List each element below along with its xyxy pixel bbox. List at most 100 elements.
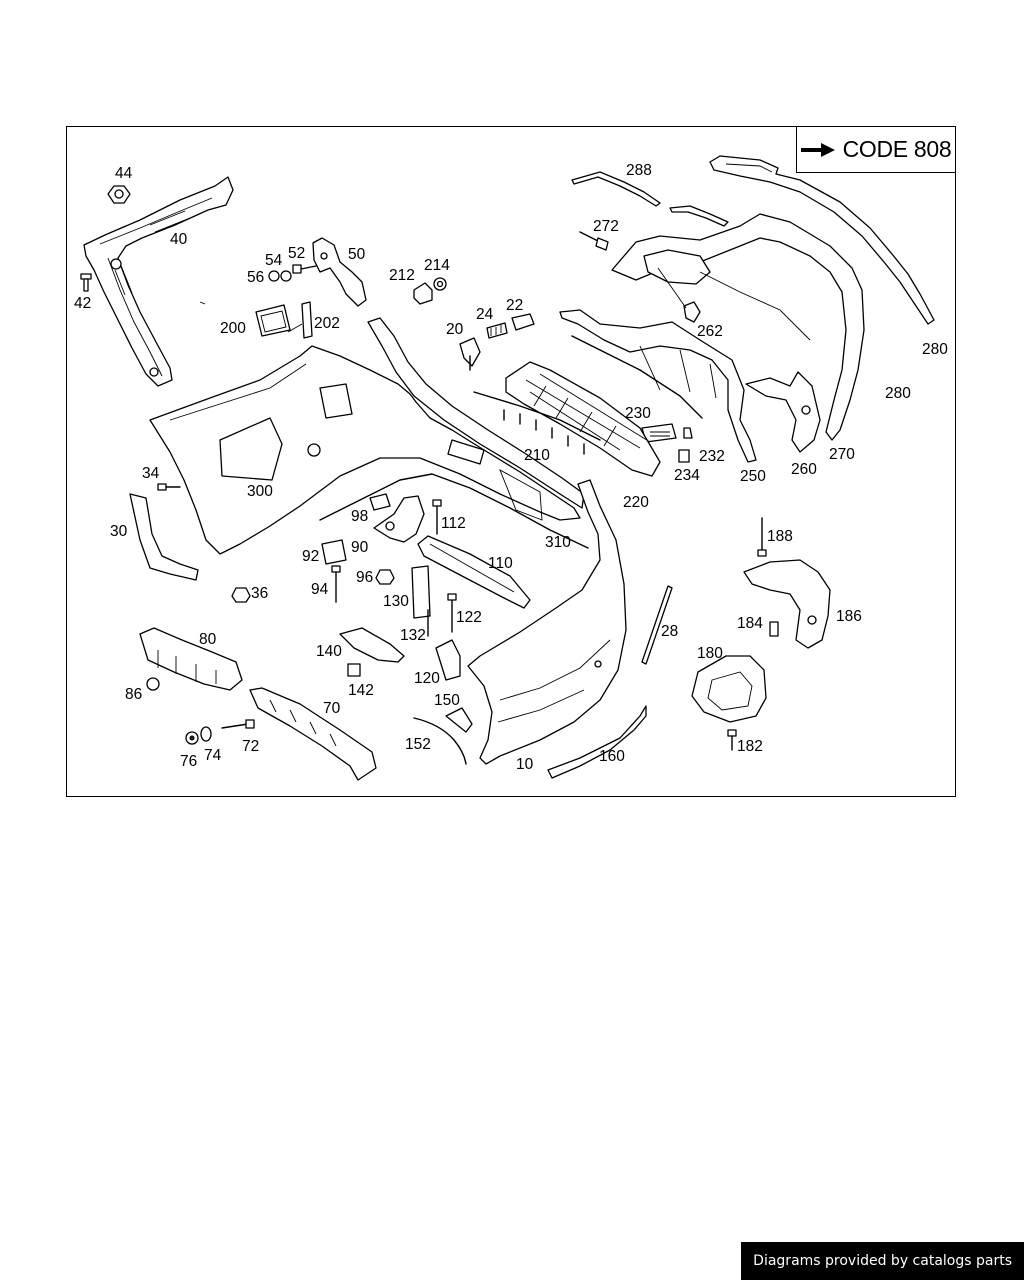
- part-36-clip: [231, 587, 251, 603]
- part-28-strip: [641, 585, 673, 665]
- callout-76: 76: [180, 753, 197, 770]
- part-250-rod: [571, 335, 703, 419]
- part-234-holder: [678, 449, 690, 463]
- part-188-pin: [757, 517, 767, 557]
- part-80-bracket: [139, 627, 243, 691]
- callout-72: 72: [242, 738, 259, 755]
- part-300-bumper-shell: [149, 345, 581, 555]
- callout-288: 288: [626, 162, 652, 179]
- part-272-bolt: [579, 231, 609, 251]
- callout-310: 310: [545, 534, 571, 551]
- callout-220: 220: [623, 494, 649, 511]
- part-10-lower-edge: [319, 473, 589, 549]
- part-210-strip: [473, 391, 601, 455]
- callout-270: 270: [829, 446, 855, 463]
- callout-80: 80: [199, 631, 217, 648]
- part-310-trim: [367, 317, 585, 521]
- callout-74: 74: [204, 747, 222, 764]
- part-40-bracket: [83, 176, 234, 387]
- part-220-grille: [505, 361, 661, 477]
- part-42-screw: [80, 273, 92, 292]
- callout-180: 180: [697, 645, 723, 662]
- part-150-bracket: [445, 707, 473, 733]
- part-186-bracket: [743, 559, 831, 649]
- callout-140: 140: [316, 643, 342, 660]
- part-280-trim: [709, 155, 935, 325]
- callout-36: 36: [251, 585, 268, 602]
- callout-200: 200: [220, 320, 246, 337]
- callout-212: 212: [389, 267, 415, 284]
- part-110-rail: [417, 535, 531, 609]
- callout-230: 230: [625, 405, 651, 422]
- part-86-washer: [146, 677, 160, 691]
- part-288b-strip: [669, 205, 729, 227]
- part-76-nut: [185, 731, 199, 745]
- callout-42: 42: [74, 295, 91, 312]
- callout-132: 132: [400, 627, 426, 644]
- part-152-strip: [413, 717, 467, 765]
- callout-272: 272: [593, 218, 619, 235]
- callout-70: 70: [323, 700, 341, 717]
- callout-98: 98: [351, 508, 368, 525]
- callout-labels: 44 40 42 54 52 50 56 212 214 288 272 200…: [74, 162, 948, 773]
- callout-86: 86: [125, 686, 142, 703]
- part-92-bracket: [321, 539, 347, 565]
- part-50-bracket: [312, 237, 367, 307]
- part-140-bracket: [339, 627, 405, 663]
- callout-44: 44: [115, 165, 133, 182]
- callout-262: 262: [697, 323, 723, 340]
- callout-188: 188: [767, 528, 793, 545]
- callout-94: 94: [311, 581, 329, 598]
- part-180-housing: [691, 655, 767, 723]
- part-94-pin: [331, 565, 341, 603]
- callout-160: 160: [599, 748, 625, 765]
- callout-280-lower: 280: [885, 385, 911, 402]
- part-122-pin: [447, 593, 457, 633]
- code-box: CODE 808: [796, 126, 956, 173]
- callout-250: 250: [740, 468, 766, 485]
- callout-260: 260: [791, 461, 817, 478]
- part-262-clip: [683, 301, 701, 323]
- callout-92: 92: [302, 548, 319, 565]
- leader-lines: [199, 267, 687, 333]
- part-120-bracket: [435, 639, 461, 681]
- part-98-clip: [369, 493, 391, 511]
- part-74-washer: [200, 726, 212, 742]
- callout-110: 110: [488, 555, 513, 572]
- part-288-strip: [571, 171, 661, 207]
- part-260-bracket: [745, 371, 821, 453]
- part-30-bracket: [129, 493, 199, 581]
- part-54-56-washers: [268, 270, 292, 282]
- callout-24: 24: [476, 306, 494, 323]
- callout-28: 28: [661, 623, 678, 640]
- callout-10: 10: [516, 756, 534, 773]
- part-200-flap: [255, 304, 291, 337]
- callout-182: 182: [737, 738, 763, 755]
- callout-22: 22: [506, 297, 523, 314]
- callout-184: 184: [737, 615, 763, 632]
- callout-300: 300: [247, 483, 273, 500]
- part-214-nut: [433, 277, 447, 291]
- code-label: CODE 808: [842, 136, 952, 162]
- part-90-bracket: [373, 495, 425, 543]
- part-44-nut: [107, 185, 131, 204]
- part-72-bolt: [221, 719, 255, 729]
- callout-202: 202: [314, 315, 340, 332]
- callout-50: 50: [348, 246, 366, 263]
- callout-280-right: 280: [922, 341, 948, 358]
- callout-112: 112: [441, 515, 466, 532]
- callout-214: 214: [424, 257, 450, 274]
- callout-122: 122: [456, 609, 482, 626]
- callout-30: 30: [110, 523, 128, 540]
- part-24-clip: [486, 322, 508, 339]
- part-182-bolt: [727, 729, 737, 751]
- callout-20: 20: [446, 321, 464, 338]
- part-202-strip: [301, 301, 313, 339]
- arrow-right-icon: [800, 142, 835, 157]
- callout-210: 210: [524, 447, 550, 464]
- part-10-bumper: [467, 479, 627, 765]
- part-34-screw: [157, 483, 181, 491]
- part-130-bracket: [411, 565, 431, 619]
- callout-234: 234: [674, 467, 700, 484]
